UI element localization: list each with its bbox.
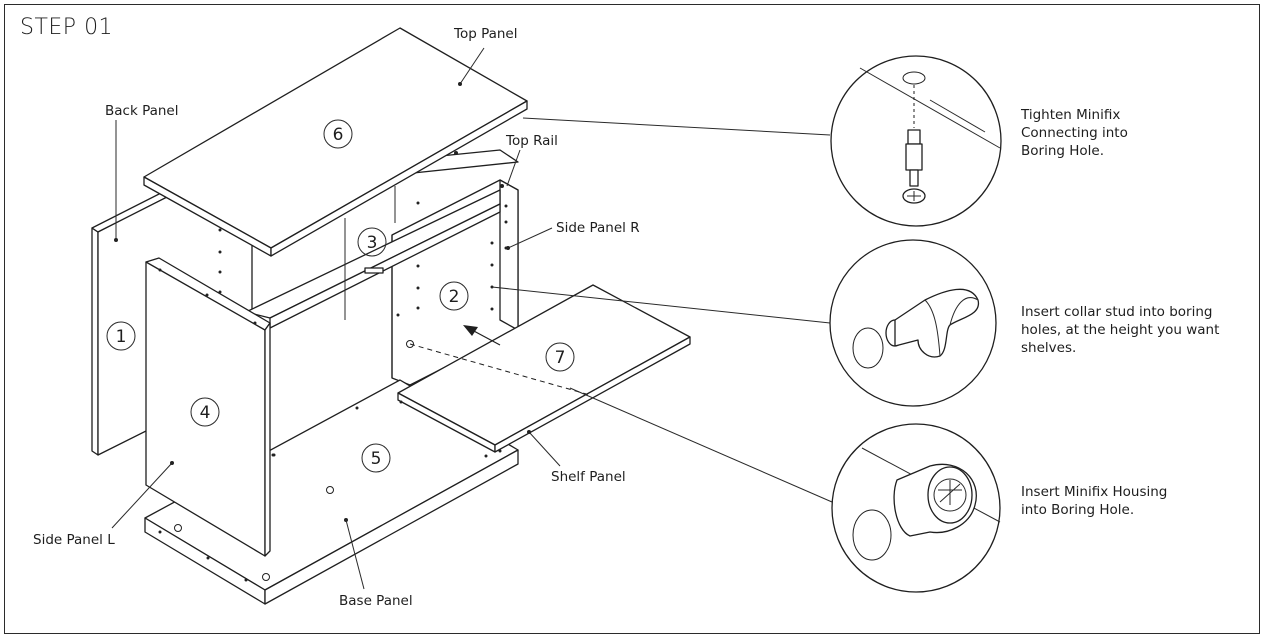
svg-text:holes, at the height you want: holes, at the height you want (1021, 322, 1219, 338)
shelf-panel (397, 284, 691, 453)
svg-text:Boring Hole.: Boring Hole. (1021, 143, 1104, 159)
part-number-5: 5 (361, 443, 391, 473)
svg-text:4: 4 (200, 403, 211, 423)
part-number-1: 1 (106, 321, 136, 351)
part-number-2: 2 (439, 281, 469, 311)
svg-text:Insert Minifix Housing: Insert Minifix Housing (1021, 484, 1167, 500)
callout-minifix-bolt: Tighten Minifix Connecting into Boring H… (830, 55, 1128, 227)
back-panel-holes (218, 228, 222, 294)
callout-connectors (491, 117, 833, 503)
label-base-panel: Base Panel (339, 593, 413, 609)
shelf-guide-dash (409, 343, 591, 396)
callout-collar-stud: Insert collar stud into boring holes, at… (829, 239, 1219, 407)
leader-lines (111, 47, 561, 590)
svg-text:shelves.: shelves. (1021, 340, 1076, 356)
label-back-panel: Back Panel (105, 103, 179, 119)
top-panel (143, 27, 528, 257)
svg-text:7: 7 (555, 348, 566, 368)
label-top-rail: Top Rail (505, 133, 558, 149)
label-side-panel-r: Side Panel R (556, 220, 640, 236)
step-title: STEP 01 (20, 15, 113, 40)
part-number-3: 3 (357, 227, 387, 257)
svg-text:Tighten Minifix: Tighten Minifix (1020, 107, 1120, 123)
part-number-7: 7 (545, 342, 575, 372)
label-side-panel-l: Side Panel L (33, 532, 115, 548)
svg-text:5: 5 (371, 449, 382, 469)
svg-text:3: 3 (367, 233, 378, 253)
part-number-4: 4 (190, 397, 220, 427)
svg-text:Insert collar stud into boring: Insert collar stud into boring (1021, 304, 1212, 320)
label-shelf-panel: Shelf Panel (551, 469, 626, 485)
svg-text:6: 6 (333, 125, 344, 145)
page-frame (4, 4, 1260, 634)
svg-text:Connecting into: Connecting into (1021, 125, 1128, 141)
svg-text:1: 1 (116, 327, 127, 347)
insert-arrow (463, 325, 501, 346)
svg-text:into Boring Hole.: into Boring Hole. (1021, 502, 1134, 518)
svg-text:2: 2 (449, 287, 460, 307)
callout-minifix-housing: Insert Minifix Housing into Boring Hole. (831, 423, 1167, 593)
label-top-panel: Top Panel (453, 26, 518, 42)
part-number-6: 6 (323, 119, 353, 149)
side-panel-l (145, 257, 276, 557)
